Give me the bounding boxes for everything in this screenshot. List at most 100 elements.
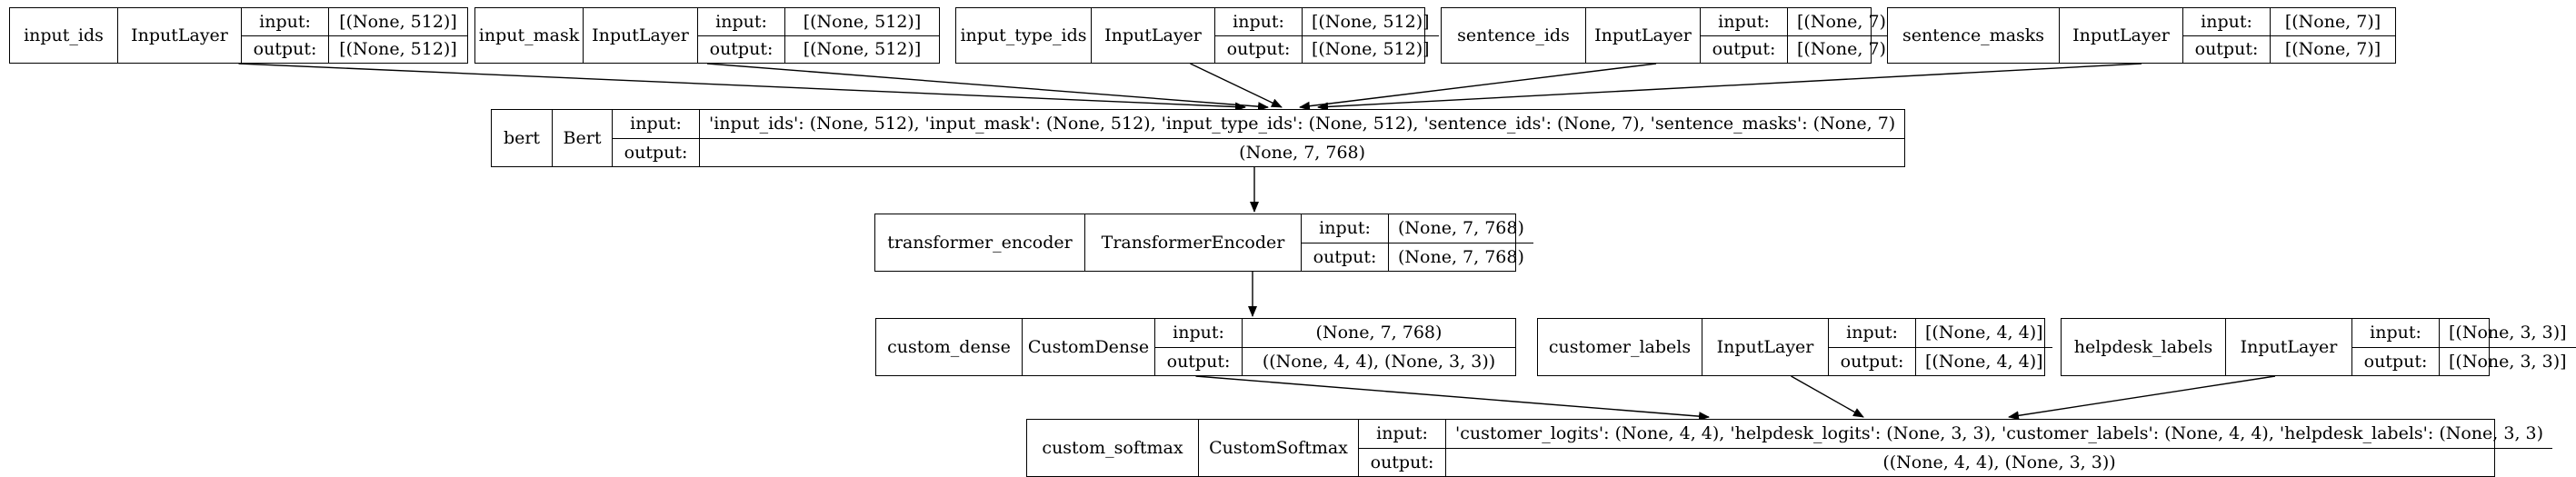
- layer-type: InputLayer: [1092, 8, 1215, 63]
- output-label: output:: [698, 35, 784, 64]
- layer-name: input_type_ids: [956, 8, 1092, 63]
- input-label: input:: [2201, 11, 2252, 32]
- io-labels: input: output:: [2183, 8, 2271, 63]
- layer-name: sentence_masks: [1888, 8, 2060, 63]
- edge-helpdesk-labels-to-custom-softmax: [2008, 375, 2276, 421]
- output-label: output:: [1155, 346, 1242, 376]
- edge-layer: [238, 63, 2276, 422]
- output-shape: ((None, 4, 4), (None, 3, 3)): [1243, 346, 1515, 376]
- io-values: [(None, 512)] [(None, 512)]: [1303, 8, 1439, 63]
- layer-name: input_mask: [475, 8, 584, 63]
- input-shape: [(None, 7)]: [2284, 11, 2381, 32]
- input-label: input:: [1173, 323, 1224, 343]
- output-shape: [(None, 4, 4)]: [1916, 346, 2052, 376]
- io-values: (None, 7, 768) (None, 7, 768): [1389, 214, 1533, 271]
- layer-type: InputLayer: [2226, 319, 2352, 375]
- io-values: 'input_ids': (None, 512), 'input_mask': …: [700, 110, 1905, 167]
- input-shape: 'input_ids': (None, 512), 'input_mask': …: [709, 114, 1896, 134]
- layer-type: InputLayer: [1702, 319, 1829, 375]
- layer-type: TransformerEncoder: [1085, 214, 1302, 271]
- io-labels: input: output:: [1829, 319, 1916, 375]
- output-label: output:: [1829, 346, 1915, 376]
- layer-name: custom_softmax: [1027, 420, 1199, 476]
- io-labels: input: output:: [242, 8, 329, 63]
- layer-name: customer_labels: [1538, 319, 1702, 375]
- layer-type: CustomDense: [1023, 319, 1155, 375]
- io-values: [(None, 7)] [(None, 7)]: [1788, 8, 1902, 63]
- io-labels: input: output:: [1701, 8, 1788, 63]
- output-shape: (None, 7, 768): [700, 137, 1905, 167]
- layer-type: InputLayer: [1586, 8, 1701, 63]
- input-shape: [(None, 512)]: [803, 11, 922, 32]
- edge-input-ids-to-bert: [238, 63, 1246, 112]
- io-values: [(None, 512)] [(None, 512)]: [329, 8, 467, 63]
- output-shape: ((None, 4, 4), (None, 3, 3)): [1446, 447, 2553, 477]
- output-label: output:: [613, 137, 699, 167]
- io-labels: input: output:: [698, 8, 785, 63]
- input-shape: [(None, 3, 3)]: [2449, 323, 2567, 343]
- output-shape: [(None, 512)]: [329, 35, 467, 64]
- layer-name: custom_dense: [876, 319, 1023, 375]
- output-shape: [(None, 7)]: [1788, 35, 1902, 64]
- output-shape: [(None, 512)]: [785, 35, 939, 64]
- edge-sentence-ids-to-bert: [1299, 63, 1657, 111]
- io-labels: input: output:: [613, 110, 700, 166]
- input-shape: [(None, 512)]: [339, 11, 457, 32]
- io-values: 'customer_logits': (None, 4, 4), 'helpde…: [1446, 420, 2553, 477]
- output-shape: [(None, 3, 3)]: [2440, 346, 2576, 376]
- layer-name: sentence_ids: [1442, 8, 1586, 63]
- io-labels: input: output:: [2352, 319, 2440, 375]
- input-label: input:: [2370, 323, 2421, 343]
- layer-type: InputLayer: [2060, 8, 2183, 63]
- input-label: input:: [1319, 218, 1371, 239]
- edge-input-mask-to-bert: [706, 63, 1269, 112]
- io-values: [(None, 3, 3)] [(None, 3, 3)]: [2440, 319, 2576, 375]
- io-labels: input:output:: [1359, 420, 1446, 476]
- input-label: input:: [259, 11, 311, 32]
- input-shape: (None, 7, 768): [1398, 218, 1524, 239]
- layer-name: transformer_encoder: [875, 214, 1085, 271]
- output-label: output:: [242, 35, 328, 64]
- io-values: [(None, 4, 4)] [(None, 4, 4)]: [1916, 319, 2052, 375]
- output-shape: (None, 7, 768): [1389, 242, 1533, 272]
- input-shape: (None, 7, 768): [1315, 323, 1443, 343]
- edge-input-type-ids-to-bert: [1190, 63, 1283, 108]
- input-shape: [(None, 4, 4)]: [1925, 323, 2043, 343]
- layer-type: Bert: [553, 110, 613, 166]
- output-label: output:: [2352, 346, 2439, 376]
- edge-sentence-masks-to-bert: [1317, 63, 2142, 112]
- output-label: output:: [2183, 35, 2270, 64]
- input-label: input:: [715, 11, 767, 32]
- input-label: input:: [1233, 11, 1284, 32]
- io-labels: input: output:: [1215, 8, 1303, 63]
- edge-customer-labels-to-custom-softmax: [1791, 375, 1864, 418]
- input-shape: 'customer_logits': (None, 4, 4), 'helpde…: [1455, 423, 2544, 444]
- output-label: output:: [1701, 35, 1787, 64]
- input-label: input:: [630, 114, 682, 134]
- layer-name: helpdesk_labels: [2062, 319, 2226, 375]
- input-label: input:: [1846, 323, 1898, 343]
- layer-type: InputLayer: [118, 8, 242, 63]
- input-shape: [(None, 512)]: [1312, 11, 1430, 32]
- io-labels: input:output:: [1302, 214, 1389, 271]
- output-label: output:: [1359, 447, 1445, 477]
- input-shape: [(None, 7)]: [1797, 11, 1893, 32]
- output-shape: [(None, 7)]: [2271, 35, 2395, 64]
- io-values: [(None, 7)] [(None, 7)]: [2271, 8, 2395, 63]
- layer-type: InputLayer: [584, 8, 698, 63]
- io-values: (None, 7, 768) ((None, 4, 4), (None, 3, 3…: [1243, 319, 1515, 375]
- output-shape: [(None, 512)]: [1303, 35, 1439, 64]
- input-label: input:: [1718, 11, 1770, 32]
- output-label: output:: [1215, 35, 1302, 64]
